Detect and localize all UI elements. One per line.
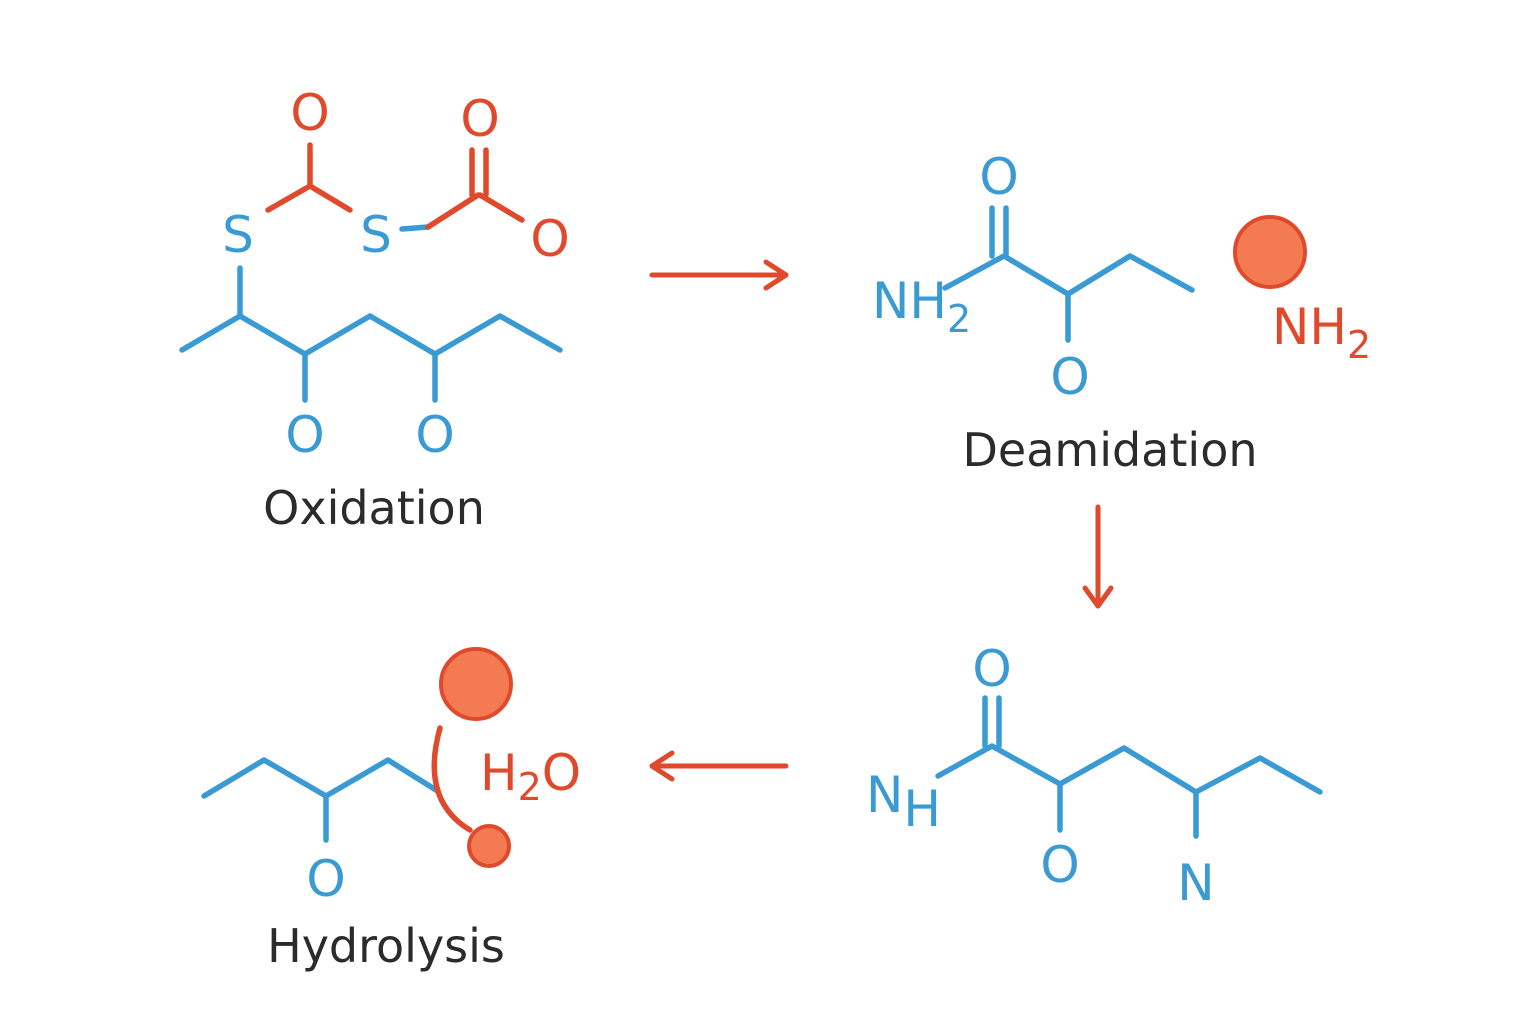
deamidation-backbone: [942, 253, 1195, 297]
oxidation-link-c2-bond: [425, 192, 481, 230]
product-atom-nh: NH: [866, 766, 941, 838]
product-atom-o-bottom: O: [1040, 836, 1079, 894]
hydrolysis-molecule: O H2O: [201, 647, 581, 908]
leaving-group-ball: [1233, 215, 1307, 289]
oxidation-atom-s1: S: [222, 206, 254, 264]
deamidation-molecule: O NH2 O NH2: [872, 148, 1371, 406]
oxidation-atom-s2: S: [360, 206, 392, 264]
oxidation-atom-o-bottom2: O: [415, 406, 454, 464]
deamidation-leaving-nh2: NH2: [1272, 298, 1371, 367]
water-ball-small: [467, 824, 511, 868]
oxidation-atom-o-top2: O: [460, 90, 499, 148]
oxidation-molecule: O O O S S O O: [179, 84, 570, 464]
deamidation-atom-o-bottom: O: [1050, 348, 1089, 406]
arrow-product-to-hydrolysis: [649, 750, 789, 782]
oxidation-atom-o-right: O: [530, 210, 569, 268]
caption-hydrolysis: Hydrolysis: [267, 919, 505, 973]
arrow-oxidation-to-deamidation: [649, 259, 789, 291]
arrow-deamidation-to-product: [1082, 504, 1114, 609]
product-atom-n: N: [1177, 854, 1214, 912]
deamidation-atom-o-top: O: [979, 148, 1018, 206]
hydrolysis-atom-o: O: [306, 850, 345, 908]
product-backbone: [935, 743, 1323, 795]
caption-deamidation: Deamidation: [962, 423, 1257, 477]
caption-oxidation: Oxidation: [263, 481, 485, 535]
oxidation-s2-link: [399, 224, 431, 232]
oxidation-backbone: [179, 313, 563, 357]
deamidation-product-molecule: O NH O N: [866, 640, 1323, 912]
water-ball-large: [439, 647, 513, 721]
water-label: H2O: [480, 744, 581, 809]
oxidation-atom-o-bottom1: O: [285, 406, 324, 464]
oxidation-atom-o-top1: O: [290, 84, 329, 142]
oxidation-s1-c-bond: [265, 183, 313, 213]
water-attack-curve: [431, 725, 473, 833]
deamidation-atom-nh2: NH2: [872, 272, 971, 341]
product-atom-o-top: O: [972, 640, 1011, 698]
oxidation-c-s2-bond: [307, 183, 353, 213]
hydrolysis-backbone: [201, 757, 439, 799]
oxidation-c2-o-bond: [477, 192, 525, 223]
